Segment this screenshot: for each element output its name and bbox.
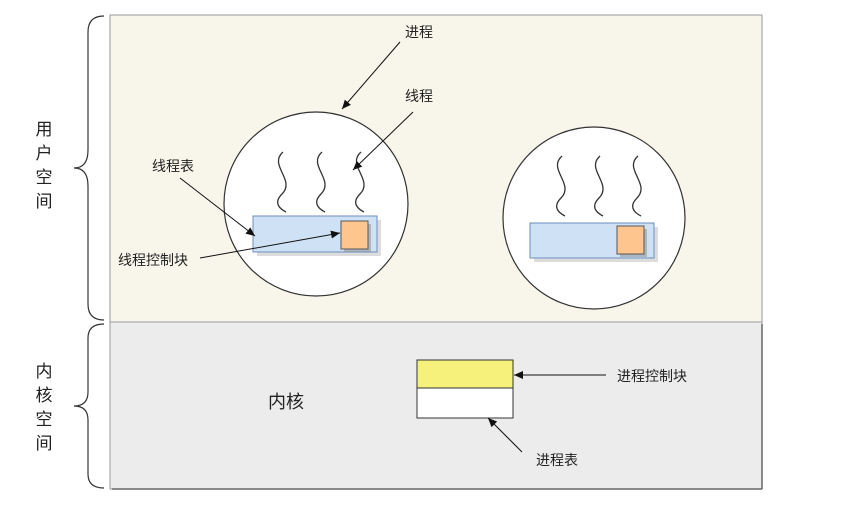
- process-1: [223, 111, 409, 297]
- arrow-thread: [352, 111, 414, 171]
- arrow-thread-table: [179, 177, 256, 237]
- user-space-char-1: 用: [36, 120, 53, 140]
- thread-control-block: [340, 220, 369, 250]
- thread-squiggle-icon: [316, 151, 326, 213]
- user-space-char-4: 间: [36, 192, 53, 212]
- process-2-circle: [502, 126, 686, 310]
- thread-squiggle-icon: [556, 155, 566, 217]
- process-1-circle: [223, 111, 409, 297]
- label-process: 进程: [405, 25, 433, 41]
- thread-control-block: [616, 225, 645, 255]
- user-space-char-3: 空: [36, 168, 53, 188]
- kernel-space-char-3: 空: [36, 410, 53, 430]
- label-process-control-block: 进程控制块: [617, 369, 687, 385]
- thread-squiggle-icon: [594, 155, 604, 217]
- label-thread: 线程: [405, 89, 433, 105]
- kernel-space-char-1: 内: [36, 362, 53, 382]
- kernel-space-char-2: 核: [36, 386, 53, 406]
- thread-squiggle-icon: [277, 151, 287, 213]
- arrow-process-table: [487, 417, 523, 453]
- thread-squiggle-icon: [632, 155, 642, 217]
- process-2: [502, 126, 686, 310]
- label-thread-table: 线程表: [152, 159, 194, 175]
- kernel-space-char-4: 间: [36, 434, 53, 454]
- arrow-process: [341, 41, 401, 110]
- label-process-table: 进程表: [536, 453, 578, 469]
- label-kernel: 内核: [268, 392, 304, 413]
- arrow-thread-control-block: [199, 230, 341, 259]
- process-control-block: [416, 359, 514, 389]
- user-space-brace: [73, 15, 105, 321]
- user-space-char-2: 户: [36, 144, 53, 164]
- kernel-space-brace: [73, 323, 105, 489]
- process-table: [416, 387, 514, 419]
- label-thread-control-block: 线程控制块: [118, 253, 188, 269]
